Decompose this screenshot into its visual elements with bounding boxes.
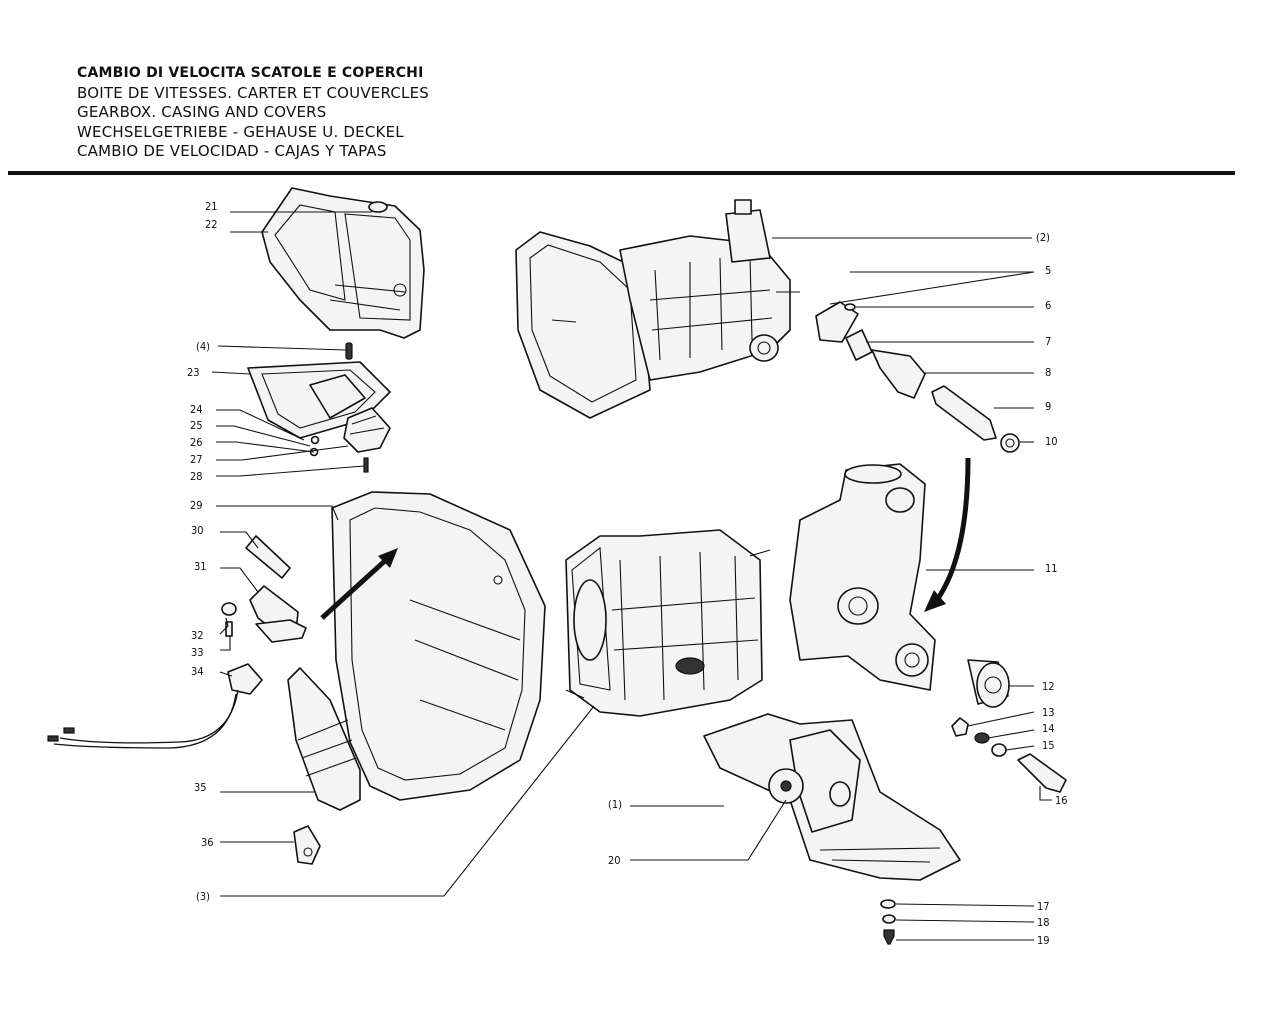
callout-14: 14 [1042,722,1055,735]
insert-arrow-icon [320,556,390,620]
mount-block-part [343,407,391,453]
callout-25: 25 [190,419,203,432]
callout-32: 32 [191,629,204,642]
callout-33: 33 [191,646,204,659]
sensor-thirty-four-part [227,663,263,695]
callout-28: 28 [190,470,203,483]
cover-plate-part [287,667,361,811]
callout-9: 9 [1045,400,1051,413]
callout-23: 23 [187,366,200,379]
bell-housing-part [261,187,425,339]
title-french: BOITE DE VITESSES. CARTER ET COUVERCLES [77,83,429,102]
callout-1: (1) [608,798,622,811]
callout-24: 24 [190,403,203,416]
insert-arrow-head-icon [378,548,398,568]
header-rule [8,171,1235,175]
screw-nineteen-part [883,929,895,945]
flange-part [871,349,926,399]
washer-fourteen-part [974,732,990,744]
wire-terminal-part [47,735,59,742]
callout-29: 29 [190,499,203,512]
callout-4: (4) [196,340,210,353]
seal-part [845,329,873,361]
callout-13: 13 [1042,706,1055,719]
callout-2: (2) [1036,231,1050,244]
callout-18: 18 [1037,916,1050,929]
shaft-part [931,385,997,441]
screw-thirty-three-part [225,621,233,637]
title-english: GEARBOX. CASING AND COVERS [77,103,327,121]
callout-3: (3) [196,890,210,903]
title-spanish: CAMBIO DE VELOCIDAD - CAJAS Y TAPAS [77,142,387,160]
callout-22: 22 [205,218,218,231]
bracket-thirty-part [245,535,291,579]
callout-21: 21 [205,200,218,213]
sensor-wire-part [59,689,239,744]
callout-12: 12 [1042,680,1055,693]
rear-housing-part [789,463,936,691]
callout-30: 30 [191,524,204,537]
callout-35: 35 [194,781,207,794]
callout-8: 8 [1045,366,1051,379]
washer-ten-part [1000,433,1020,453]
gasket-part [815,301,859,343]
ring-thirty-two-part [221,602,237,616]
callout-10: 10 [1045,435,1058,448]
large-bell-housing-part [331,491,546,801]
callout-20: 20 [608,854,621,867]
callout-34: 34 [191,665,204,678]
pin-part [345,342,353,360]
callout-7: 7 [1045,335,1051,348]
title-block: CAMBIO DI VELOCITA SCATOLE E COPERCHI BO… [77,64,429,162]
callout-17: 17 [1037,900,1050,913]
washer-fifteen-part [991,743,1007,757]
title-german: WECHSELGETRIEBE - GEHAUSE U. DECKEL [77,122,404,141]
callout-27: 27 [190,453,203,466]
gearbox-casing-part [565,529,771,717]
callout-15: 15 [1042,739,1055,752]
callout-19: 19 [1037,934,1050,947]
o-ring-part [844,303,856,311]
bolt-part [1017,753,1067,793]
screw-part [363,457,369,473]
callout-16: 16 [1055,794,1068,807]
bush-part [967,659,1010,708]
complete-gearbox-part [515,199,800,419]
washer-part [310,435,320,445]
washer-seventeen-part [880,899,896,909]
title-italian: CAMBIO DI VELOCITA SCATOLE E COPERCHI [77,65,424,81]
leader-lines [211,211,1052,941]
nut-thirteen-part [951,717,969,737]
washer-eighteen-part [882,914,896,924]
mount-bracket-part [703,713,961,881]
callout-26: 26 [190,436,203,449]
clip-part [293,825,321,865]
switch-body-part [255,619,307,643]
callout-6: 6 [1045,299,1051,312]
callout-31: 31 [194,560,207,573]
callout-36: 36 [201,836,214,849]
callout-5: 5 [1045,264,1051,277]
direction-arrow-icon [932,457,971,606]
callout-11: 11 [1045,562,1058,575]
arrow-head-icon [924,590,946,612]
